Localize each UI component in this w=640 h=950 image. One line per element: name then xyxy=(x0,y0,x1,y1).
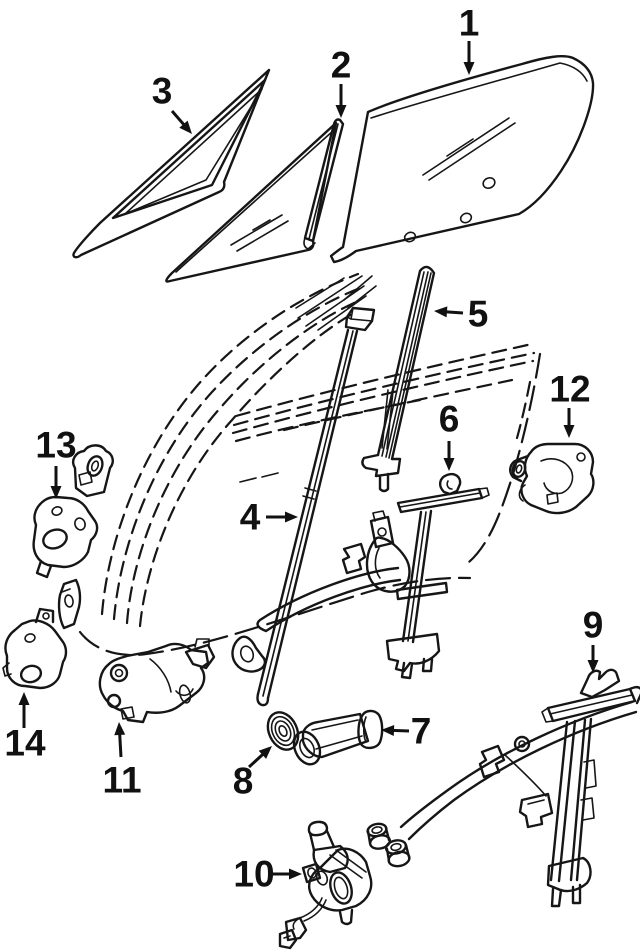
front-run-channel-part xyxy=(231,306,376,707)
callout-2-division-strip: 2 xyxy=(331,45,352,118)
vent-glass-assembly xyxy=(72,68,338,283)
callout-13-upper-door-hinge: 13 xyxy=(35,425,77,499)
callout-arrowhead-icon xyxy=(258,746,272,759)
callout-number: 6 xyxy=(439,399,460,440)
door-shell-outline xyxy=(78,272,542,657)
callout-arrowhead-icon xyxy=(434,306,448,318)
callout-9-rear-window-regulator: 9 xyxy=(583,605,604,673)
callout-number: 9 xyxy=(583,605,604,646)
callout-arrowhead-icon xyxy=(335,105,347,118)
callout-arrowhead-icon xyxy=(289,868,302,880)
callout-arrowhead-icon xyxy=(563,425,575,438)
callout-arrow-line xyxy=(247,752,265,769)
callout-arrowhead-icon xyxy=(463,62,475,75)
callout-number: 14 xyxy=(4,723,46,764)
regulator-bushings xyxy=(366,822,411,868)
callout-6-front-window-regulator: 6 xyxy=(439,399,460,471)
rear-run-channel-part xyxy=(361,265,436,493)
callout-arrow-line xyxy=(118,732,123,758)
callout-arrowhead-icon xyxy=(587,660,599,673)
door-lock-part xyxy=(509,442,595,515)
callout-arrowhead-icon xyxy=(18,692,30,705)
callout-arrowhead-icon xyxy=(50,486,62,499)
callout-number: 13 xyxy=(35,425,76,466)
callout-number: 8 xyxy=(233,761,254,802)
callout-arrow-line xyxy=(391,728,410,733)
callout-10-window-motor: 10 xyxy=(233,854,302,895)
callout-arrowhead-icon xyxy=(114,722,126,736)
callout-arrowhead-icon xyxy=(179,120,192,134)
callout-5-rear-run-channel: 5 xyxy=(434,294,488,335)
callout-number: 7 xyxy=(411,711,432,752)
callout-arrow-line xyxy=(170,110,186,127)
callout-number: 12 xyxy=(549,369,590,410)
callout-4-front-run-channel: 4 xyxy=(240,497,298,538)
callout-arrow-line xyxy=(444,310,464,315)
callout-number: 2 xyxy=(331,45,352,86)
upper-hinge-part xyxy=(32,444,114,630)
callout-number: 5 xyxy=(468,294,489,335)
callout-arrowhead-icon xyxy=(381,724,395,736)
lower-hinge-part xyxy=(2,607,68,690)
window-motor-part xyxy=(278,820,373,950)
callout-number: 1 xyxy=(459,3,480,44)
callout-11-door-latch: 11 xyxy=(102,722,142,801)
handle-spacer-part xyxy=(266,711,300,751)
callout-arrowhead-icon xyxy=(285,511,298,523)
front-window-regulator-part xyxy=(256,472,490,680)
callout-number: 10 xyxy=(233,854,274,895)
callout-arrowhead-icon xyxy=(443,458,455,471)
door-latch-part xyxy=(98,638,216,724)
callout-1-door-glass: 1 xyxy=(459,3,480,75)
callout-8-handle-spacer: 8 xyxy=(233,746,272,802)
callout-14-lower-door-hinge: 14 xyxy=(4,692,46,764)
crank-handle-part xyxy=(292,709,384,766)
callout-number: 3 xyxy=(152,71,173,112)
rear-window-regulator-part xyxy=(399,668,640,908)
callout-number: 4 xyxy=(240,497,261,538)
door-glass-part xyxy=(329,55,595,264)
callout-12-door-lock: 12 xyxy=(549,369,591,438)
callout-number: 11 xyxy=(102,760,141,801)
callout-7-window-crank-handle: 7 xyxy=(381,711,431,752)
callout-3-vent-glass-weatherstrip: 3 xyxy=(152,71,192,134)
